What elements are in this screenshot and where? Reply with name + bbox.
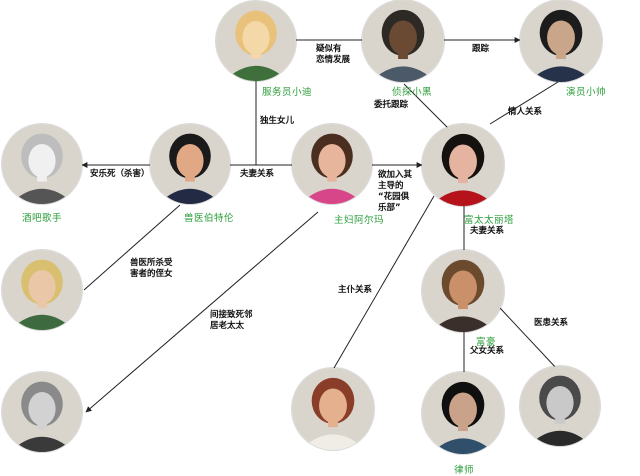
name-waitress: 服务员小迪 <box>262 87 313 98</box>
rich_wife-clothing <box>430 190 496 206</box>
singer-clothing <box>10 188 74 204</box>
name-rich-man: 富豪 <box>476 337 497 348</box>
neighbor-face <box>28 392 56 426</box>
rich_wife-neck <box>458 174 468 184</box>
singer-neck <box>37 173 47 182</box>
actor-face <box>547 20 575 55</box>
neighbor-portrait <box>2 372 82 452</box>
avatar-detective <box>362 0 444 82</box>
rich_man-clothing <box>430 316 496 332</box>
label-richman-lawyer: 父女关系 <box>470 346 505 356</box>
maid-clothing <box>300 434 366 450</box>
neighbor-neck <box>37 421 47 430</box>
vet-neck <box>185 173 195 182</box>
avatar-housewife <box>292 124 372 204</box>
vet-clothing <box>158 188 222 204</box>
label-housewife-neighbor: 间接致死邻 居老太太 <box>210 310 253 331</box>
doctor-neck <box>555 415 565 424</box>
edge-rich-actor <box>489 81 559 125</box>
avatar-lawyer <box>422 372 504 454</box>
label-richman-doctor: 医患关系 <box>534 318 569 328</box>
name-housewife: 主妇阿尔玛 <box>334 215 385 226</box>
edge-rich-maid <box>333 195 435 369</box>
maid-portrait <box>292 368 374 450</box>
avatar-waitress <box>216 1 296 81</box>
edge-vet-niece <box>83 204 181 291</box>
rich_wife-portrait <box>422 124 504 206</box>
label-rich-maid: 主仆关系 <box>338 285 373 295</box>
label-rich-detective: 委托跟踪 <box>374 100 409 110</box>
detective-face <box>389 20 417 55</box>
neighbor-clothing <box>10 436 74 452</box>
edge-rich-detective <box>403 83 451 131</box>
housewife-portrait <box>292 124 372 204</box>
label-housewife-rich: 欲加入其 主导的 “花园俱 乐部” <box>378 170 413 213</box>
singer-portrait <box>2 124 82 204</box>
singer-face <box>28 144 56 178</box>
edge-housewife-neighbor <box>85 211 319 413</box>
label-waitress-vet: 独生女儿 <box>260 116 295 126</box>
avatar-rich-man <box>422 250 504 332</box>
rich_man-portrait <box>422 250 504 332</box>
label-vet-singer: 安乐死（杀害） <box>90 169 150 179</box>
maid-face <box>319 388 347 423</box>
name-singer: 酒吧歌手 <box>22 213 63 224</box>
doctor-clothing <box>528 430 592 446</box>
waitress-portrait <box>216 1 296 81</box>
waitress-face <box>242 21 270 55</box>
housewife-neck <box>327 173 337 182</box>
actor-neck <box>556 50 566 60</box>
maid-neck <box>328 418 338 428</box>
detective-neck <box>398 50 408 60</box>
waitress-clothing <box>224 65 288 81</box>
rich_man-face <box>449 270 477 305</box>
detective-portrait <box>362 0 444 82</box>
niece-neck <box>37 299 47 308</box>
label-rich-actor: 情人关系 <box>508 107 543 117</box>
lawyer-face <box>449 392 477 427</box>
edge-richman-doctor <box>499 307 559 371</box>
avatar-actor <box>520 0 602 82</box>
detective-clothing <box>370 66 436 82</box>
label-vet-niece: 兽医所杀受 害者的侄女 <box>130 258 173 279</box>
name-detective: 侦探小黑 <box>392 87 433 98</box>
niece-portrait <box>2 250 82 330</box>
niece-face <box>28 270 56 304</box>
waitress-neck <box>251 50 261 59</box>
avatar-maid <box>292 368 374 450</box>
avatar-rich-wife <box>422 124 504 206</box>
name-lawyer: 律师 <box>454 465 475 476</box>
doctor-portrait <box>520 366 600 446</box>
label-waitress-detective: 疑似有 恋情发展 <box>316 44 351 65</box>
name-vet: 兽医伯特伦 <box>184 213 235 224</box>
vet-face <box>176 144 204 178</box>
lawyer-clothing <box>430 438 496 454</box>
avatar-doctor <box>520 366 600 446</box>
housewife-clothing <box>300 188 364 204</box>
niece-clothing <box>10 314 74 330</box>
avatar-niece <box>2 250 82 330</box>
actor-portrait <box>520 0 602 82</box>
vet-portrait <box>150 124 230 204</box>
lawyer-portrait <box>422 372 504 454</box>
doctor-face <box>546 386 574 420</box>
avatar-vet <box>150 124 230 204</box>
lawyer-neck <box>458 422 468 432</box>
label-vet-housewife: 夫妻关系 <box>240 169 275 179</box>
name-actor: 演员小帅 <box>566 87 607 98</box>
housewife-face <box>318 144 346 178</box>
label-rich-richman: 夫妻关系 <box>470 226 505 236</box>
actor-clothing <box>528 66 594 82</box>
avatar-neighbor <box>2 372 82 452</box>
rich_man-neck <box>458 300 468 310</box>
rich_wife-face <box>449 144 477 179</box>
avatar-singer <box>2 124 82 204</box>
label-detective-actor: 跟踪 <box>472 44 490 54</box>
name-rich-wife: 富太太丽塔 <box>464 215 515 226</box>
